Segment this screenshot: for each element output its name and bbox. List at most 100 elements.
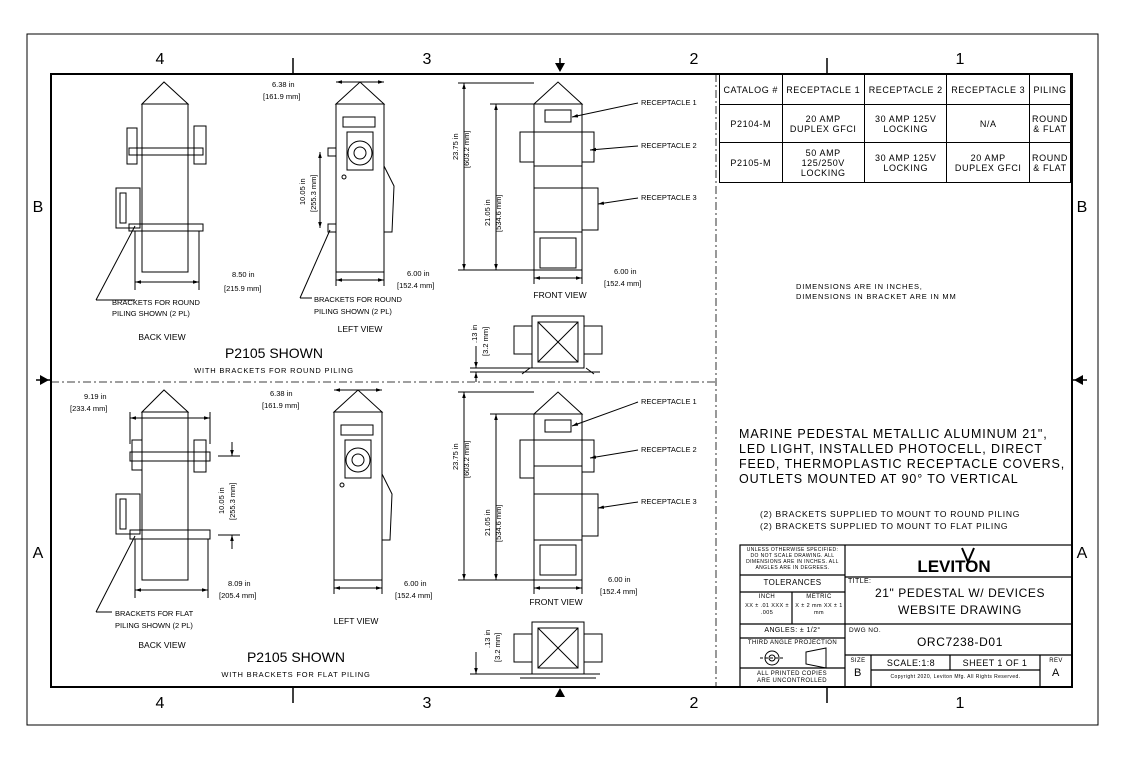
leviton-logo: LEVITON <box>917 547 991 576</box>
left-view-label: LEFT VIEW <box>338 324 383 334</box>
table-cell: P2104-M <box>719 104 783 143</box>
left-width-dim-mm: [152.4 mm] <box>397 281 435 290</box>
left-height-dim-mm: [255.3 mm] <box>309 174 318 212</box>
catalog-table-header: CATALOG # RECEPTACLE 1 RECEPTACLE 2 RECE… <box>719 74 1071 105</box>
back-width-dim: 8.50 in <box>232 270 255 279</box>
table-cell: ROUND & FLAT <box>1029 142 1071 183</box>
dwg-no-label: DWG NO. <box>849 627 882 634</box>
top-shown-title: P2105 SHOWN <box>225 345 323 361</box>
left-top-width-dim: 6.38 in <box>272 80 295 89</box>
table-cell: P2105-M <box>719 142 783 183</box>
table-cell: 30 AMP 125V LOCKING <box>863 104 948 143</box>
tolerances-label: TOLERANCES <box>763 578 822 587</box>
header-piling: PILING <box>1029 74 1071 105</box>
zone-labels: 4 3 2 1 4 3 2 1 B A B A <box>33 51 1088 712</box>
base-flat-dim: .13 in <box>483 630 492 648</box>
receptacle-3-flat-label: RECEPTACLE 3 <box>641 497 697 506</box>
table-row: P2104-M 20 AMP DUPLEX GFCI 30 AMP 125V L… <box>719 104 1071 143</box>
inch-tolerances: XX ± .01 XXX ± .005 <box>745 603 789 616</box>
front-view-flat <box>458 391 639 594</box>
front-width-dim: 6.00 in <box>614 267 637 276</box>
left-flat-top-width-dim-mm: [161.9 mm] <box>262 401 300 410</box>
front-overall-dim-mm: [603.2 mm] <box>462 130 471 168</box>
zone-right-a: A <box>1077 545 1088 562</box>
metric-tolerances: X ± 2 mm XX ± 1 mm <box>795 603 843 616</box>
base-view-round <box>470 315 603 382</box>
zone-top-1: 1 <box>956 51 965 68</box>
zone-bottom-2: 2 <box>690 695 699 712</box>
front-body-dim: 21.05 in <box>483 199 492 226</box>
rev-label: REV <box>1049 658 1063 664</box>
sheet-size: B <box>854 667 862 679</box>
left-flat-width-dim-mm: [152.4 mm] <box>395 591 433 600</box>
left-bracket-note-2: PILING SHOWN (2 PL) <box>314 307 392 316</box>
back-top-width-dim: 9.19 in <box>84 392 107 401</box>
zone-top-2: 2 <box>690 51 699 68</box>
back-bracket-note-2: PILING SHOWN (2 PL) <box>112 309 190 318</box>
back-height-dim: 10.05 in <box>217 487 226 514</box>
back-top-width-dim-mm: [233.4 mm] <box>70 404 108 413</box>
table-cell: 20 AMP DUPLEX GFCI <box>781 104 865 143</box>
bottom-shown-title: P2105 SHOWN <box>247 649 345 665</box>
header-catalog: CATALOG # <box>719 74 783 105</box>
inch-label: INCH <box>758 594 776 600</box>
copyright-note: Copyright 2020, Leviton Mfg. All Rights … <box>890 674 1021 680</box>
table-cell: ROUND & FLAT <box>1029 104 1071 143</box>
left-flat-top-width-dim: 6.38 in <box>270 389 293 398</box>
back-view-label: BACK VIEW <box>138 332 185 342</box>
third-angle-projection-icon <box>760 647 827 669</box>
receptacle-2-flat-label: RECEPTACLE 2 <box>641 445 697 454</box>
front-flat-width-dim: 6.00 in <box>608 575 631 584</box>
front-flat-body-dim-mm: [534.6 mm] <box>494 504 503 542</box>
front-view-label: FRONT VIEW <box>533 290 586 300</box>
title-block-frame <box>739 544 1073 688</box>
projection-label: THIRD ANGLE PROJECTION <box>747 640 838 646</box>
back-flat-note-1: BRACKETS FOR FLAT <box>115 609 194 618</box>
back-view-flat-label: BACK VIEW <box>138 640 185 650</box>
table-cell: N/A <box>946 104 1030 143</box>
header-receptacle-2: RECEPTACLE 2 <box>863 74 948 105</box>
center-arrows <box>40 63 1083 697</box>
front-flat-overall-dim-mm: [603.2 mm] <box>462 440 471 478</box>
table-cell: 30 AMP 125V LOCKING <box>863 142 948 183</box>
base-dim: .13 in <box>470 325 479 343</box>
header-receptacle-3: RECEPTACLE 3 <box>946 74 1030 105</box>
unless-specified-note: UNLESS OTHERWISE SPECIFIED: DO NOT SCALE… <box>746 547 839 571</box>
table-row: P2105-M 50 AMP 125/250V LOCKING 30 AMP 1… <box>719 142 1071 183</box>
front-flat-overall-dim: 23.75 in <box>451 443 460 470</box>
top-shown-subtitle: WITH BRACKETS FOR ROUND PILING <box>194 366 354 375</box>
bracket-note-flat: (2) BRACKETS SUPPLIED TO MOUNT TO FLAT P… <box>760 521 1009 531</box>
drawing-title-1: 21" PEDESTAL W/ DEVICES <box>874 586 1046 600</box>
zone-bottom-4: 4 <box>156 695 165 712</box>
base-flat-dim-mm: [3.2 mm] <box>493 633 502 662</box>
table-cell: 50 AMP 125/250V LOCKING <box>781 142 865 183</box>
back-height-dim-mm: [255.3 mm] <box>228 482 237 520</box>
leviton-logo-text: LEVITON <box>917 557 990 576</box>
back-width-flat-dim-mm: [205.4 mm] <box>219 591 257 600</box>
receptacle-3-label: RECEPTACLE 3 <box>641 193 697 202</box>
zone-bottom-1: 1 <box>956 695 965 712</box>
drawing-number: ORC7238-D01 <box>917 635 1003 649</box>
bottom-shown-subtitle: WITH BRACKETS FOR FLAT PILING <box>221 670 370 679</box>
drawing-title-2: WEBSITE DRAWING <box>898 603 1022 617</box>
back-view-round <box>95 81 207 301</box>
left-flat-width-dim: 6.00 in <box>404 579 427 588</box>
receptacle-1-label: RECEPTACLE 1 <box>641 98 697 107</box>
front-width-dim-mm: [152.4 mm] <box>604 279 642 288</box>
left-height-dim: 10.05 in <box>298 178 307 205</box>
left-width-dim: 6.00 in <box>407 269 430 278</box>
size-label: SIZE <box>850 658 866 664</box>
revision: A <box>1052 667 1060 679</box>
receptacle-1-flat-label: RECEPTACLE 1 <box>641 397 697 406</box>
front-overall-dim: 23.75 in <box>451 133 460 160</box>
metric-label: METRIC <box>806 594 832 600</box>
uncontrolled-note: ALL PRINTED COPIES ARE UNCONTROLLED <box>756 671 828 684</box>
zone-top-4: 4 <box>156 51 165 68</box>
base-view-flat <box>470 621 603 679</box>
dimension-note-1: DIMENSIONS ARE IN INCHES, <box>796 282 923 291</box>
front-flat-width-dim-mm: [152.4 mm] <box>600 587 638 596</box>
back-view-flat <box>95 389 240 613</box>
back-width-dim-mm: [215.9 mm] <box>224 284 262 293</box>
zone-bottom-3: 3 <box>423 695 432 712</box>
